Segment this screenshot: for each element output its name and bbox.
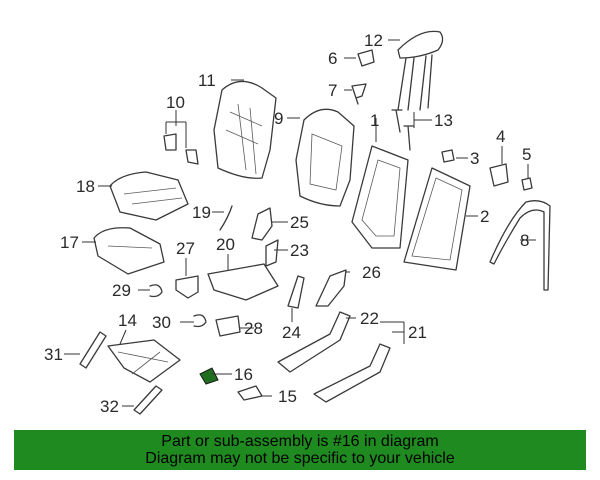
callout-32: 32 [100, 397, 119, 416]
part-19-wire [219, 205, 233, 231]
callout-27: 27 [176, 239, 195, 258]
part-7-guide [351, 83, 367, 105]
callout-13: 13 [434, 111, 453, 130]
callout-6: 6 [328, 49, 337, 68]
callout-12: 12 [364, 31, 383, 50]
part-9-back-frame [295, 108, 355, 207]
part-headrest [397, 30, 444, 111]
part-26-trim [315, 269, 347, 307]
callout-21: 21 [408, 323, 427, 342]
callout-11: 11 [198, 71, 216, 90]
callout-3: 3 [470, 149, 479, 168]
callout-labels: 12 6 7 11 10 9 1 13 3 4 5 2 8 18 17 19 2… [44, 31, 531, 416]
callout-4: 4 [496, 127, 505, 146]
callout-22: 22 [360, 309, 379, 328]
callout-10: 10 [166, 93, 185, 112]
part-1-back-panel [351, 145, 409, 249]
callout-25: 25 [290, 213, 309, 232]
part-30-clip [193, 314, 207, 328]
callout-2: 2 [480, 207, 489, 226]
part-16-highlighted [199, 367, 219, 385]
callout-8: 8 [520, 231, 529, 250]
part-10-clips [163, 133, 199, 165]
part-13-bolts [391, 109, 415, 151]
parts-diagram: 12 6 7 11 10 9 1 13 3 4 5 2 8 18 17 19 2… [44, 30, 551, 416]
part-6-clip [357, 49, 375, 67]
part-18-cushion-cover [109, 171, 189, 221]
callout-18: 18 [76, 177, 95, 196]
part-4-knob [489, 163, 509, 187]
callout-15: 15 [278, 387, 297, 406]
part-32-bar [133, 385, 163, 415]
banner-line-2: Diagram may not be specific to your vehi… [145, 450, 455, 467]
part-3-cap [441, 149, 455, 163]
callout-29: 29 [112, 281, 131, 300]
callout-26: 26 [362, 263, 381, 282]
callout-7: 7 [328, 81, 337, 100]
part-17-cushion [93, 227, 165, 275]
part-29-clip [149, 284, 163, 298]
part-31-bar [79, 331, 107, 369]
part-20-tray [207, 263, 279, 301]
banner-line-1: Part or sub-assembly is #16 in diagram [161, 433, 439, 450]
part-8-trim [489, 200, 551, 291]
callout-28: 28 [244, 319, 263, 338]
callout-19: 19 [192, 203, 211, 222]
callout-31: 31 [44, 345, 63, 364]
part-15-bracket [237, 385, 263, 401]
part-27-bracket [175, 275, 199, 299]
part-24-trim [287, 275, 305, 309]
callout-16: 16 [234, 365, 253, 384]
callout-5: 5 [522, 145, 531, 164]
callout-14: 14 [118, 311, 137, 330]
part-25-bracket [251, 207, 273, 241]
part-11-back-cover [213, 80, 277, 179]
part-23-bracket [265, 239, 279, 267]
part-21-rail [313, 343, 391, 403]
leader-lines [64, 39, 536, 407]
callout-17: 17 [60, 233, 79, 252]
part-28-cover [215, 315, 241, 337]
part-22-rail [277, 311, 351, 373]
callout-30: 30 [152, 313, 171, 332]
part-5-cap [521, 177, 533, 191]
callout-24: 24 [282, 323, 301, 342]
callout-20: 20 [216, 235, 235, 254]
part-2-rear-panel [403, 167, 471, 271]
callout-9: 9 [274, 109, 283, 128]
callout-1: 1 [370, 111, 379, 130]
info-banner: Part or sub-assembly is #16 in diagram D… [14, 430, 586, 470]
part-14-mechanism [107, 339, 181, 383]
callout-23: 23 [290, 241, 309, 260]
